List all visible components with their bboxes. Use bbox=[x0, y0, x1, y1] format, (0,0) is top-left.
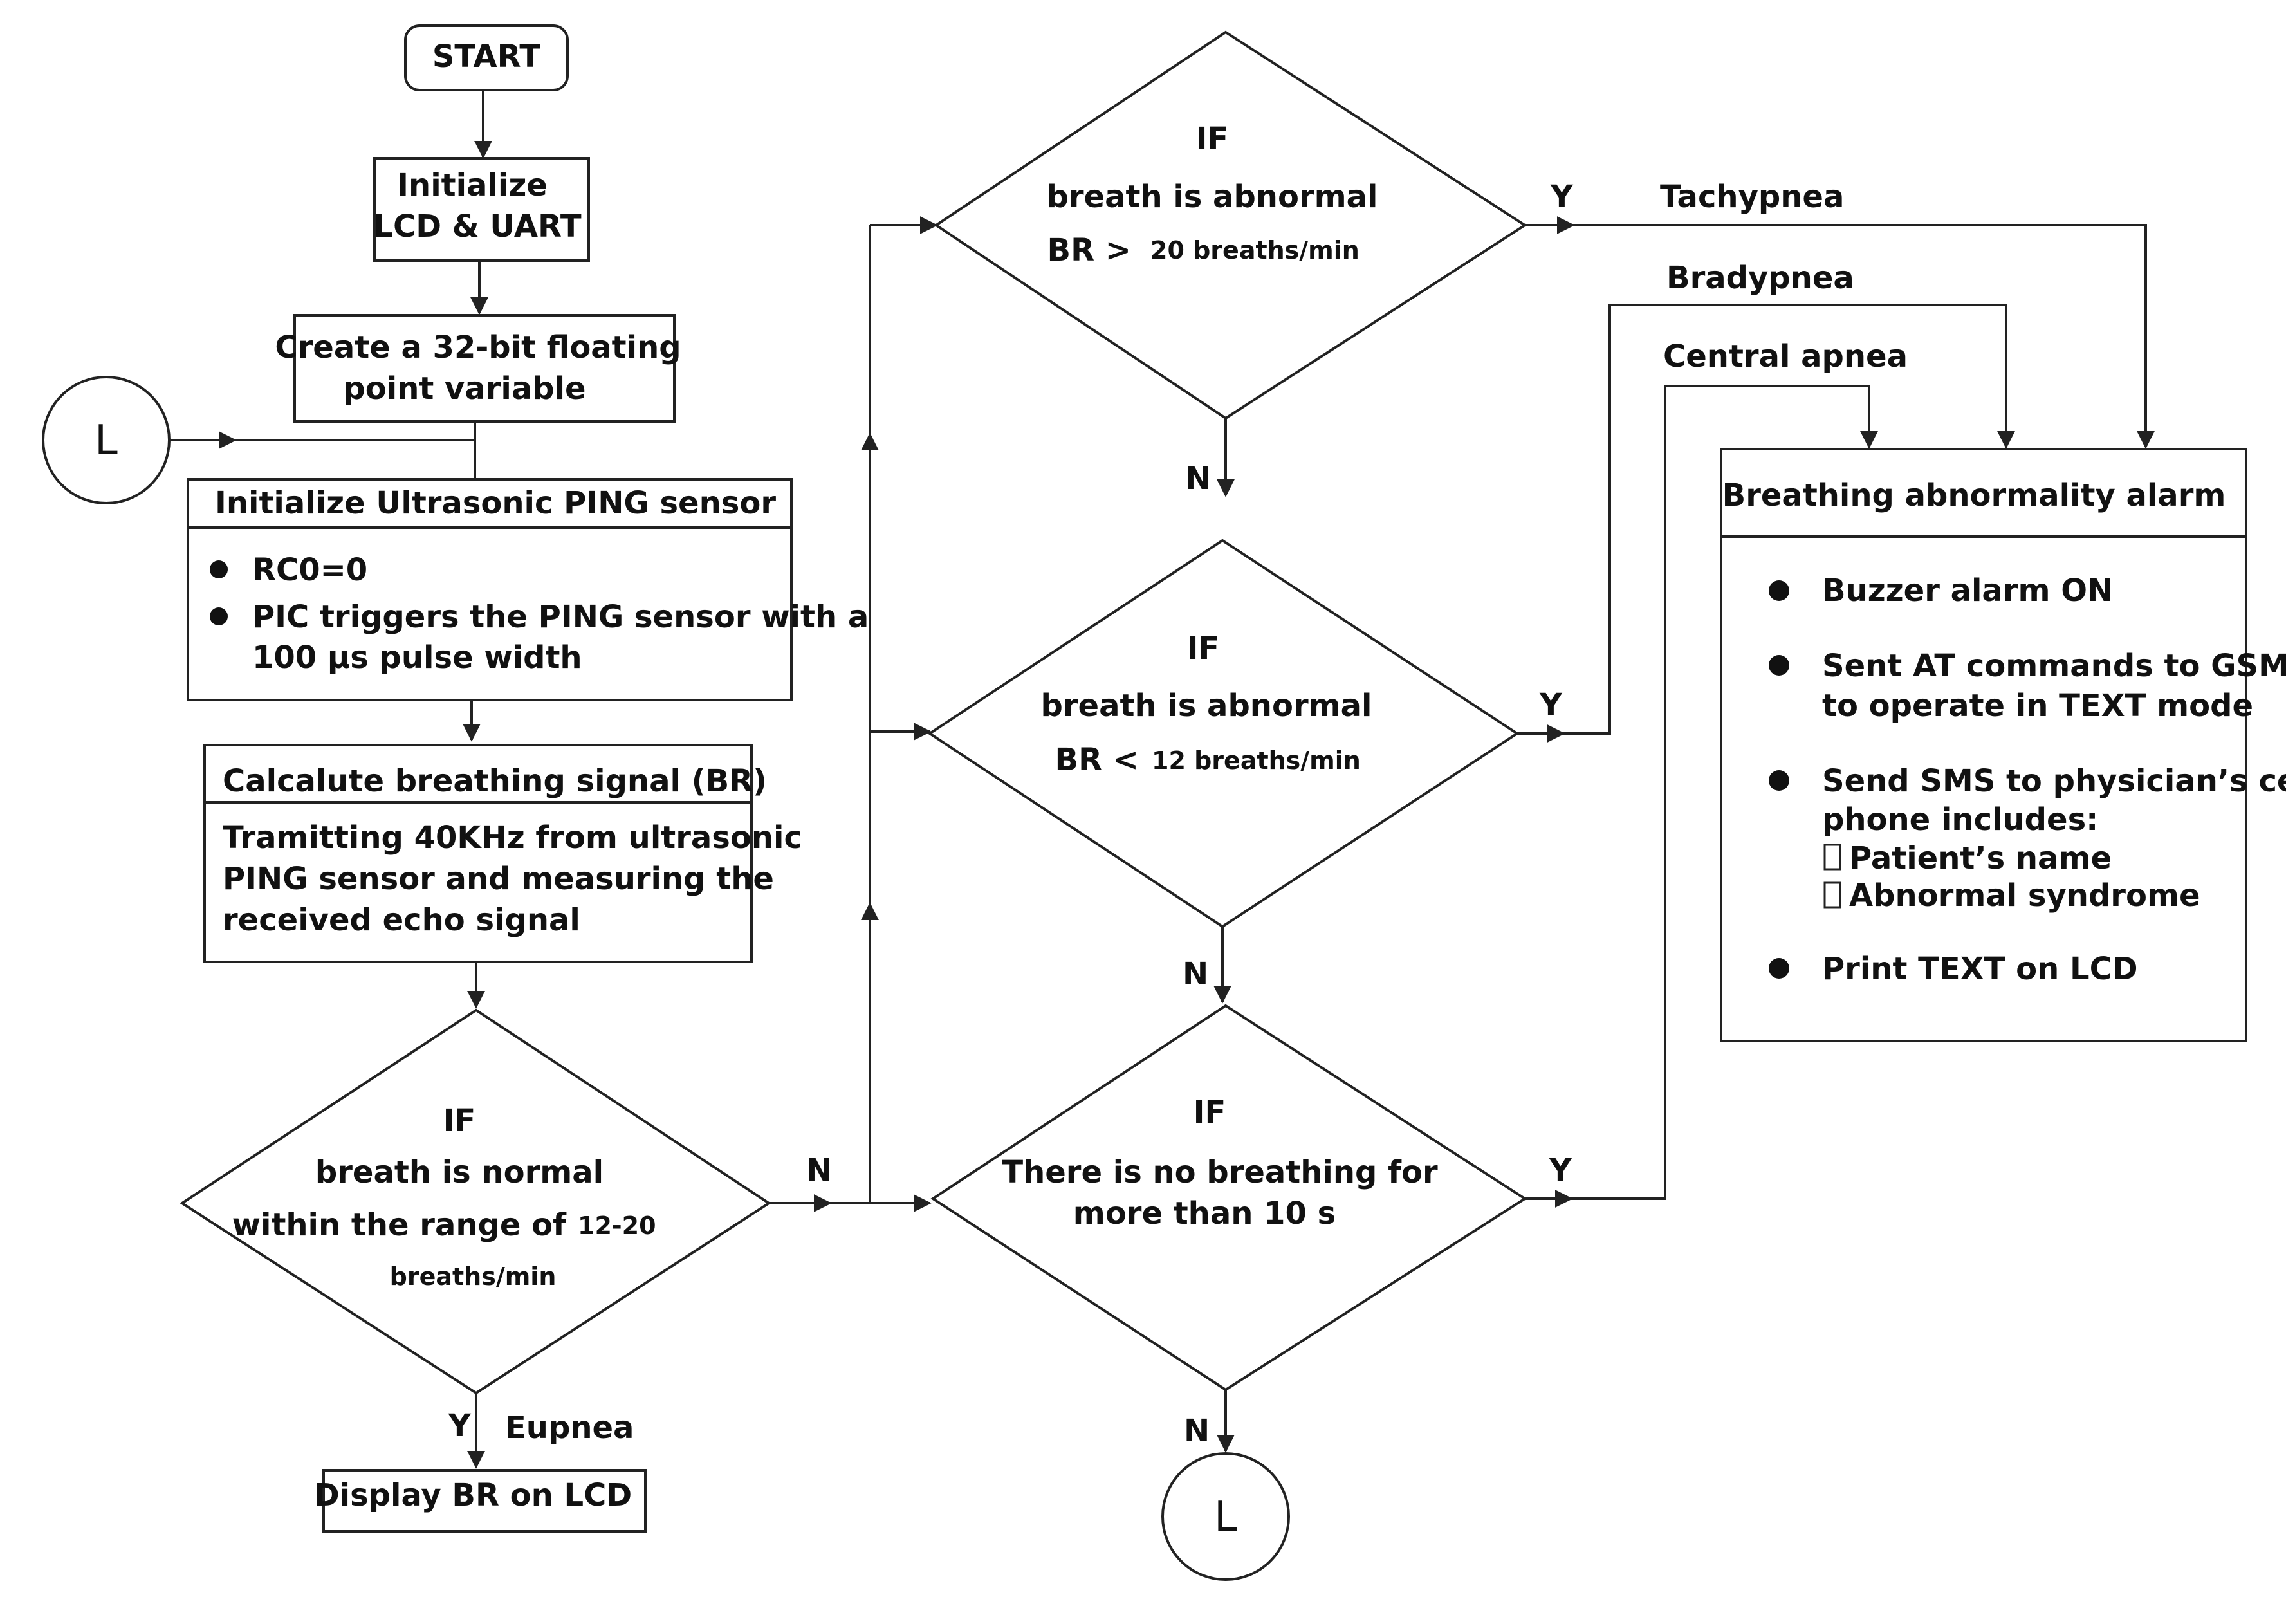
label-tachypnea: Tachypnea bbox=[1660, 179, 1844, 215]
label-bradypnea: Bradypnea bbox=[1666, 260, 1854, 296]
decision-normal-line1: breath is normal bbox=[315, 1154, 604, 1190]
decision-normal-line3: breaths/min bbox=[390, 1262, 557, 1291]
bullet bbox=[210, 607, 228, 625]
label-yes-brady: Y bbox=[1539, 687, 1563, 723]
decision-normal-node: IF breath is normal within the range of … bbox=[180, 1008, 771, 1395]
decision-normal-if: IF bbox=[443, 1103, 476, 1139]
ping-bullet2-line1: PIC triggers the PING sensor with a bbox=[252, 599, 869, 635]
label-no-apnea: N bbox=[1184, 1413, 1210, 1449]
display-label: Display BR on LCD bbox=[314, 1477, 632, 1513]
decision-tachy-line2a: BR > bbox=[1047, 232, 1131, 268]
calc-node: Calcalute breathing signal (BR) Tramitti… bbox=[203, 744, 802, 963]
decision-brady-node: IF breath is abnormal BR < 12 breaths/mi… bbox=[927, 539, 1520, 928]
decision-tachy-line1: breath is abnormal bbox=[1047, 179, 1378, 215]
label-no-brady: N bbox=[1183, 956, 1208, 992]
label-central-apnea: Central apnea bbox=[1663, 338, 1908, 374]
start-node: START bbox=[404, 24, 569, 91]
label-no-normal: N bbox=[806, 1152, 832, 1188]
label-yes-apnea: Y bbox=[1549, 1152, 1572, 1188]
alarm-item3-sub1: Patient’s name bbox=[1849, 840, 2112, 876]
init-lcd-node: Initialize LCD & UART bbox=[373, 157, 590, 262]
decision-apnea-node: IF There is no breathing for more than 1… bbox=[930, 1004, 1527, 1392]
alarm-node: Breathing abnormality alarm Buzzer alarm… bbox=[1720, 448, 2286, 1042]
init-lcd-line2: LCD & UART bbox=[373, 208, 581, 245]
calc-body-line2: PING sensor and measuring the bbox=[223, 861, 774, 897]
label-yes-normal: Y bbox=[448, 1408, 472, 1444]
connector-bottom-node: L bbox=[1161, 1452, 1290, 1581]
ping-bullet1: RC0=0 bbox=[252, 552, 367, 588]
ping-node: Initialize Ultrasonic PING sensor RC0=0 … bbox=[187, 478, 869, 701]
calc-body-line3: received echo signal bbox=[223, 902, 580, 938]
checkbox-icon bbox=[1823, 844, 1841, 871]
alarm-title: Breathing abnormality alarm bbox=[1722, 477, 2226, 513]
connector-left-label: L bbox=[95, 417, 118, 465]
decision-apnea-line2: more than 10 s bbox=[1073, 1195, 1336, 1232]
alarm-item2-line2: to operate in TEXT mode bbox=[1822, 688, 2253, 724]
decision-brady-line2b: 12 breaths/min bbox=[1152, 746, 1361, 775]
ping-title: Initialize Ultrasonic PING sensor bbox=[215, 485, 776, 521]
edge-brady-alarm bbox=[1563, 304, 2015, 735]
alarm-item3-line2: phone includes: bbox=[1822, 802, 2098, 838]
edge-labels: Y Eupnea N Y Tachypnea Bradypnea Central… bbox=[448, 179, 1908, 1449]
calc-title: Calcalute breathing signal (BR) bbox=[223, 763, 767, 799]
label-eupnea: Eupnea bbox=[505, 1410, 634, 1446]
decision-normal-line2a: within the range of bbox=[232, 1207, 567, 1243]
create-var-line1: Create a 32-bit floating bbox=[275, 329, 681, 365]
alarm-item1: Buzzer alarm ON bbox=[1822, 573, 2113, 609]
bullet bbox=[1769, 580, 1789, 601]
decision-tachy-node: IF breath is abnormal BR > 20 breaths/mi… bbox=[934, 30, 1527, 420]
display-node: Display BR on LCD bbox=[314, 1469, 647, 1533]
edge-apnea-alarm bbox=[1571, 385, 1878, 1200]
decision-tachy-line2b: 20 breaths/min bbox=[1150, 236, 1360, 264]
alarm-item4: Print TEXT on LCD bbox=[1822, 951, 2138, 987]
label-yes-tachy: Y bbox=[1550, 179, 1574, 215]
decision-brady-if: IF bbox=[1187, 631, 1220, 667]
bullet bbox=[1769, 655, 1789, 676]
checkbox-icon bbox=[1823, 881, 1841, 909]
alarm-item3-line1: Send SMS to physician’s cell bbox=[1822, 763, 2286, 799]
decision-brady-line2a: BR < bbox=[1055, 742, 1139, 778]
connector-left-node: L bbox=[42, 376, 171, 504]
alarm-item2-line1: Sent AT commands to GSM bbox=[1822, 648, 2286, 684]
init-lcd-line1: Initialize bbox=[397, 167, 548, 203]
ping-bullet2-line2: 100 µs pulse width bbox=[252, 640, 582, 676]
decision-apnea-line1: There is no breathing for bbox=[1002, 1154, 1438, 1190]
edge-tachy-alarm bbox=[1573, 224, 2155, 449]
bullet bbox=[1769, 770, 1789, 791]
create-var-line2: point variable bbox=[343, 371, 585, 407]
create-var-node: Create a 32-bit floating point variable bbox=[275, 314, 681, 423]
connectors bbox=[167, 90, 2155, 1469]
decision-apnea-if: IF bbox=[1194, 1094, 1226, 1130]
start-label: START bbox=[432, 39, 541, 75]
bullet bbox=[1769, 958, 1789, 979]
decision-tachy-if: IF bbox=[1196, 121, 1229, 157]
decision-brady-line1: breath is abnormal bbox=[1041, 688, 1372, 724]
connector-bottom-label: L bbox=[1214, 1493, 1237, 1541]
label-no-tachy: N bbox=[1185, 461, 1211, 497]
alarm-item3-sub2: Abnormal syndrome bbox=[1849, 878, 2200, 914]
calc-body-line1: Tramitting 40KHz from ultrasonic bbox=[223, 820, 802, 856]
bullet bbox=[210, 560, 228, 578]
decision-normal-line2b: 12-20 bbox=[578, 1212, 656, 1240]
